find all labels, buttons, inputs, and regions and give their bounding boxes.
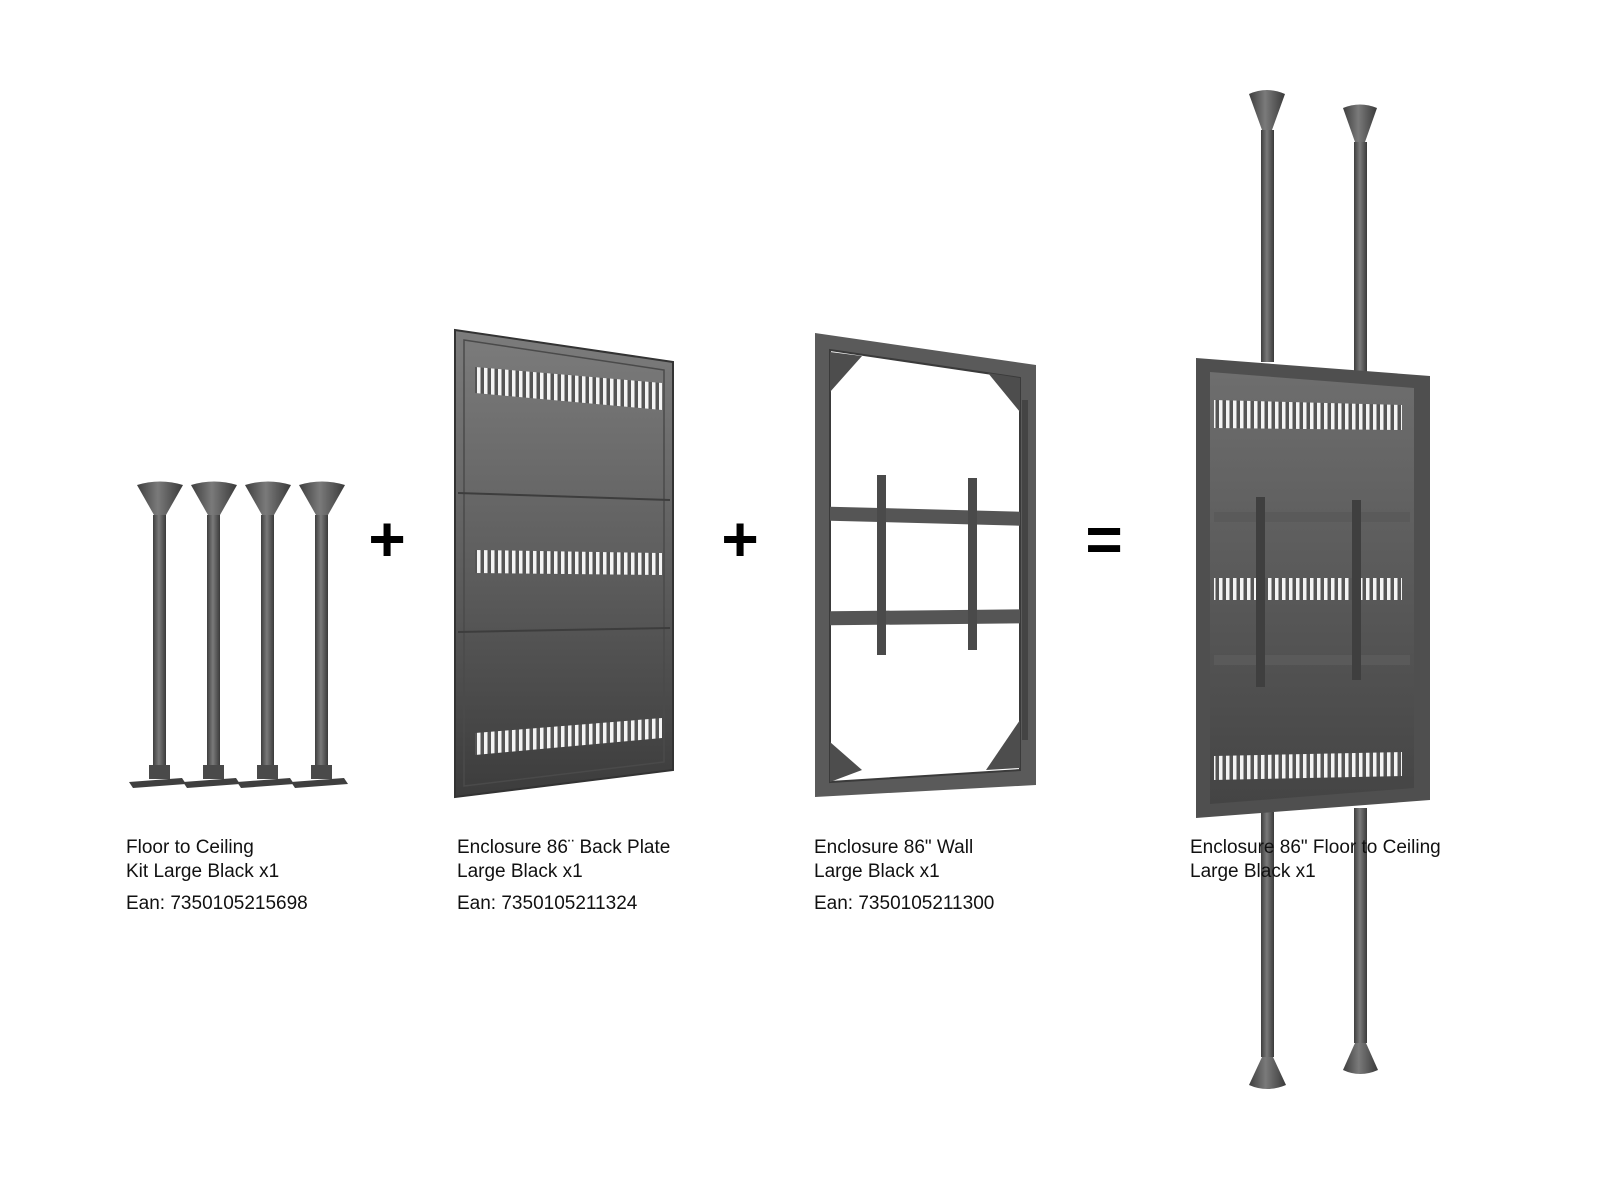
product-name-line2: Large Black x1	[457, 861, 583, 882]
product-label: Enclosure 86¨ Back Plate Large Black x1 …	[457, 836, 670, 916]
pole	[183, 481, 240, 788]
product-label: Enclosure 86" Wall Large Black x1 Ean: 7…	[814, 836, 994, 916]
product-ean: Ean: 7350105211324	[457, 893, 638, 914]
product-label: Floor to Ceiling Kit Large Black x1 Ean:…	[126, 836, 308, 916]
pole	[237, 481, 294, 788]
product-label: Enclosure 86" Floor to Ceiling Large Bla…	[1190, 836, 1441, 884]
product-name-line1: Enclosure 86" Floor to Ceiling	[1190, 837, 1441, 858]
product-name-line2: Large Black x1	[814, 861, 940, 882]
product-name-line1: Floor to Ceiling	[126, 837, 254, 858]
back-plate-image	[454, 328, 674, 799]
assembled-enclosure-image	[1196, 90, 1430, 1089]
product-ean: Ean: 7350105211300	[814, 893, 995, 914]
pole	[129, 481, 186, 788]
product-name-line2: Large Black x1	[1190, 861, 1316, 882]
product-ean: Ean: 7350105215698	[126, 893, 308, 914]
equals-operator: =	[1085, 503, 1123, 575]
wall-frame-image	[815, 333, 1036, 797]
product-name-line1: Enclosure 86" Wall	[814, 837, 974, 858]
product-name-line2: Kit Large Black x1	[126, 861, 280, 882]
floor-to-ceiling-poles-image	[129, 481, 348, 788]
product-name-line1: Enclosure 86¨ Back Plate	[457, 837, 671, 858]
pole	[291, 481, 348, 788]
plus-operator: +	[368, 503, 406, 575]
plus-operator: +	[721, 503, 759, 575]
